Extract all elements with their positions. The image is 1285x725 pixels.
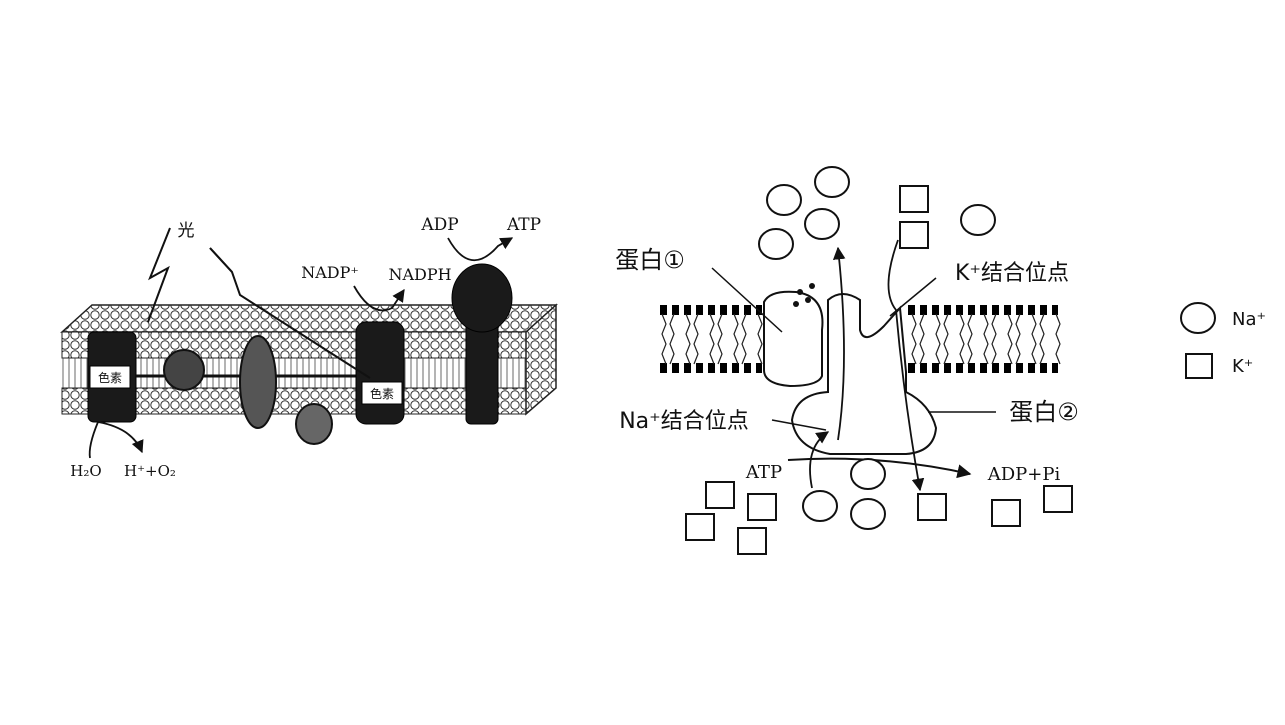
legend-na-label: Na⁺ — [1232, 309, 1266, 330]
cell-membrane-right — [908, 305, 1061, 373]
k-ion — [705, 481, 735, 509]
h2o-label: H₂O — [70, 462, 101, 480]
legend-na-symbol — [1180, 302, 1216, 334]
na-binding-site-label: Na⁺结合位点 — [619, 409, 749, 434]
pigment-label-2: 色素 — [370, 387, 394, 401]
protein-2-label: 蛋白② — [1009, 398, 1079, 426]
nadph-label: NADPH — [388, 265, 451, 284]
adp-pi-label: ADP+Pi — [987, 464, 1061, 485]
atp-synthase — [451, 263, 513, 425]
na-binding-arrow — [809, 431, 830, 489]
atp-hydrolysis-arrow — [787, 457, 972, 479]
light-label: 光 — [178, 221, 195, 241]
h-o2-arrow — [97, 421, 144, 454]
k-ion — [685, 513, 715, 541]
thylakoid-membrane — [60, 303, 558, 416]
na-ion — [804, 208, 840, 240]
legend-k-symbol — [1185, 353, 1213, 379]
k-ion — [899, 185, 929, 213]
protein-1-shape — [763, 290, 824, 388]
k-ion — [899, 221, 929, 249]
na-ion — [850, 498, 886, 530]
light-bolt-1 — [147, 227, 171, 323]
k-in-arrow — [887, 239, 925, 492]
na-ion — [850, 458, 886, 490]
protein-1-label: 蛋白① — [615, 246, 685, 274]
photosystem-ii: 色素 — [87, 331, 137, 423]
na-ion — [766, 184, 802, 216]
k-ion — [747, 493, 777, 521]
h-o2-label: H⁺+O₂ — [124, 462, 176, 480]
na-ion — [758, 228, 794, 260]
k-ion — [1043, 485, 1073, 513]
cytochrome-complex — [239, 335, 277, 429]
protein-1-leader — [711, 267, 783, 333]
adp-atp-arrow — [447, 237, 514, 262]
k-ion — [991, 499, 1021, 527]
k-binding-site-label: K⁺结合位点 — [955, 261, 1069, 286]
legend: Na⁺ K⁺ — [1180, 302, 1266, 379]
atp-label: ATP — [506, 215, 541, 235]
nadp-arrow — [353, 285, 405, 312]
plastoquinone-complex — [163, 349, 205, 391]
na-ion — [960, 204, 996, 236]
k-ion — [917, 493, 947, 521]
cell-membrane-left — [660, 305, 763, 373]
na-ion-group-extracellular — [758, 166, 996, 260]
h2o-line — [88, 421, 99, 459]
na-ion — [802, 490, 838, 522]
pigment-label-1: 色素 — [98, 371, 122, 385]
adp-label: ADP — [420, 215, 458, 235]
legend-k-label: K⁺ — [1232, 356, 1253, 377]
na-out-arrow — [832, 246, 846, 441]
atp-pump-label: ATP — [745, 462, 782, 483]
k-ion-group-intracellular — [685, 481, 1073, 555]
photosystem-i: 色素 — [355, 321, 405, 425]
k-ion-group-extracellular — [899, 185, 929, 249]
na-ion-group-intracellular — [802, 458, 886, 530]
k-ion — [737, 527, 767, 555]
plastocyanin — [295, 403, 333, 445]
k-site-leader — [889, 277, 937, 317]
na-ion — [814, 166, 850, 198]
protein-2-shape — [790, 293, 938, 455]
sodium-potassium-pump-diagram: 蛋白① K⁺结合位点 Na⁺结合位点 蛋白② ATP ADP+Pi — [615, 166, 1079, 555]
na-site-leader — [771, 419, 827, 431]
nadp-plus-label: NADP⁺ — [301, 263, 359, 282]
thylakoid-membrane-diagram: 色素 色素 光 ADP ATP NADP⁺ NADPH H₂O — [60, 215, 558, 480]
